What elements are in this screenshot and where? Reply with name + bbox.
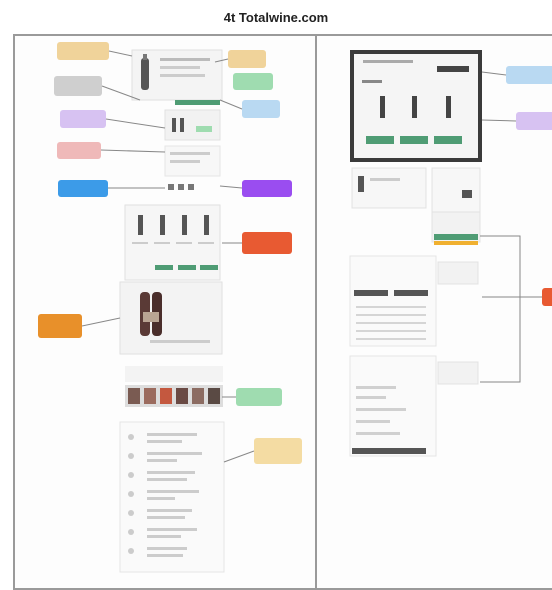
order-summary [349,355,479,457]
note-yellow-top-left [57,42,133,60]
image-strip [125,366,223,407]
product-grid-screenshot [124,204,221,281]
note-lightblue-far-right [481,66,552,84]
note-purple-right [219,180,292,197]
note-red-far-right [480,235,552,383]
note-yellow-top-right [214,50,266,68]
desktop-screenshot [350,50,482,162]
checkout-form [349,255,479,347]
wine-bottles-image [119,281,223,355]
note-paleyellow-right [223,438,302,464]
note-lavender-left [60,110,166,129]
note-orange-left [38,314,121,338]
mobile-screens [351,167,481,245]
page-title: 4t Totalwine.com [223,10,329,25]
note-red-right [222,232,292,254]
note-gray-left [54,76,141,101]
review-list [119,421,225,573]
note-lightblue-right [219,99,280,118]
note-blue-left [58,180,165,197]
note-green-lower-right [222,388,282,406]
product-detail-screenshot [131,49,223,105]
note-green-top-right [233,73,273,90]
note-lavender-far-right [481,112,552,130]
small-product-cards [164,109,221,190]
note-pink-left [57,142,166,159]
